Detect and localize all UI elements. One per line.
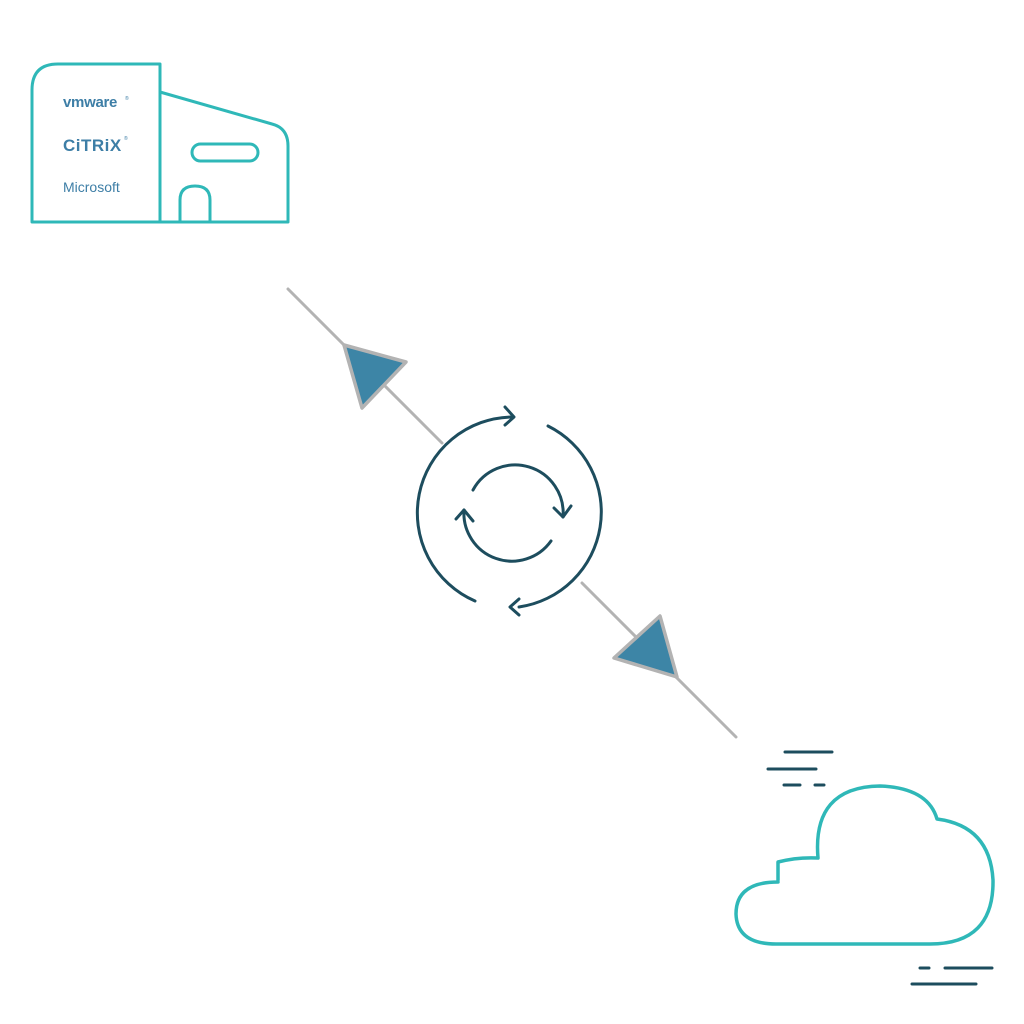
arrow-up-left-icon [342,343,408,410]
vmware-registered-mark: ® [125,95,129,102]
motion-lines-bottom [910,966,994,986]
vmware-logo: vmware [63,94,117,111]
motion-lines-top [766,750,834,787]
building-icon [30,62,290,224]
arrow-down-right-icon [612,614,679,679]
citrix-logo: CiTRiX [63,136,122,155]
cloud-icon [734,784,995,946]
citrix-registered-mark: ® [124,135,128,142]
sync-icon [415,405,603,617]
microsoft-logo: Microsoft [63,179,120,195]
